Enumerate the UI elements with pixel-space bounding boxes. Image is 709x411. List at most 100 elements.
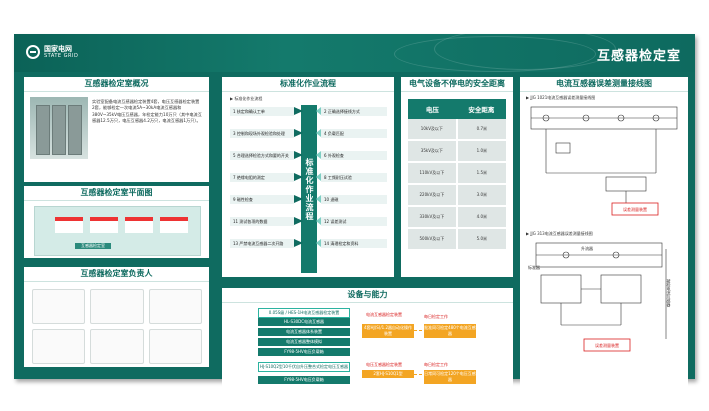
voltage-cell: 10kV及以下 [408,119,458,141]
wiring-box-label-1: 误差测量装置 [623,206,647,212]
wiring-diagram-1: 误差测量装置 [530,106,678,216]
flow-step: 2 正确选择接线方式 [316,107,387,116]
responsible-panel: 互感器检定室负责人 [24,267,209,367]
logo-cn: 国家电网 [44,45,72,53]
col-voltage: 电压 [408,99,457,119]
distance-cell: 1.5米 [456,162,506,185]
flow-step: 14 清理检定和资料 [316,239,387,248]
table-header-row: 电压 安全距离 [408,99,506,119]
load-label: 被检电流互感器 [667,278,672,308]
voltage-cell: 330kV及以下 [408,206,458,229]
equipment-rack [36,105,50,155]
wiring-box-label-2: 误差测量装置 [595,342,619,348]
flow-center-banner: 标准化作业流程 [301,105,317,273]
person-card [32,329,86,364]
equipment-rack [68,105,82,155]
equipment-item: HJ-S10Q2型10千伏自升压整合式检定电压互感器 [258,362,350,372]
wiring-title: 电流互感器误差测量接线图 [520,77,688,92]
flow-step: 5 合理选择检验方式和要的开关 [230,151,303,160]
equipment-item: 电流互感器整体模拟 [258,338,350,346]
wiring-diagram-2: 升流器 标准器 被检电流互感器 误差测量装置 [528,242,672,352]
cap-label: 每日检定工作 [424,362,448,367]
board-header: 国家电网 STATE GRID 互感器检定室 [14,28,695,72]
person-card [148,289,202,324]
flow-step: 1 核定和确认工单 [230,107,303,116]
overview-panel: 互感器检定室概况 实验室配备电流互感器检定装置4套，电压互感器检定装置2套，能够… [24,77,209,182]
decorative-swoosh [434,28,616,70]
wiring-caption-2: ▶ JJG 313电流互感器误差测量接线图 [526,231,593,236]
equipment-item: HL-S30DC电流互感器 [258,318,350,326]
flow-step: 9 磁性检查 [230,195,303,204]
equipment-title: 设备与能力 [222,288,513,303]
group1-header: 电流互感器检定装置 [366,312,402,317]
board-title: 互感器检定室 [596,49,681,64]
flow-panel: 标准化作业流程 ▶ 标准化作业流程 标准化作业流程 1 核定和确认工单 3 控制… [222,77,394,277]
distance-cell: 1.0米 [456,140,506,163]
person-card [90,289,144,324]
equipment-rack [52,105,66,155]
responsible-cards [32,289,202,364]
equipment-item: 电流互感器体系装置 [258,328,350,336]
distance-cell: 4.0米 [456,206,506,229]
flow-step: 8 工频耐压试验 [316,173,387,182]
flow-step: 4 负载匹配 [316,129,387,138]
floor-room-label: 互感器检定室 [75,243,111,249]
floor-plan-panel: 互感器检定室平面图 互感器检定室 [24,186,209,258]
room-block [55,217,83,233]
flow-step: 10 退磁 [316,195,387,204]
distance-cell: 5.0米 [456,228,506,251]
flow-title: 标准化作业流程 [222,77,394,92]
room-block [90,217,118,233]
voltage-cell: 35kV及以下 [408,140,458,163]
person-card [32,289,86,324]
state-grid-logo-icon [26,45,40,59]
overview-title: 互感器检定室概况 [24,77,209,92]
group1-capability: 4套HJ(S)/1.2器自动化操作装置 [362,324,414,338]
voltage-cell: 500kV及以下 [408,228,458,251]
equipment-panel: 设备与能力 0.05S级 / HES-1H电流互感器检定装置 HL-S30DC电… [222,288,513,400]
floor-title: 互感器检定室平面图 [24,186,209,201]
flow-step: 11 测试各项的数据 [230,217,303,226]
group2-throughput: 日常同可检定120个电压互感器 [424,370,476,384]
cap-label: 每日检定工作 [424,314,448,319]
source-label: 升流器 [581,245,593,251]
voltage-cell: 110kV及以下 [408,162,458,185]
distance-cell: 3.0米 [456,184,506,207]
person-card [90,329,144,364]
overview-text: 实验室配备电流互感器检定装置4套，电压互感器检定装置2套，能够检定一次电流5A~… [92,99,202,124]
dashed-arrow [414,374,422,375]
safety-title: 电气设备不停电的安全距离 [401,77,513,92]
flow-step: 3 控制和现场外观检验和处理 [230,129,303,138]
wiring-caption-1: ▶ JJG 1021电流互感器误差测量接线图 [526,95,596,100]
display-board: 国家电网 STATE GRID 互感器检定室 互感器检定室概况 实验室配备电流互… [14,28,695,400]
group1-throughput: 批准同可检定480个电流互感器 [424,324,476,338]
group2-header: 电压互感器检定装置 [366,362,402,367]
col-distance: 安全距离 [456,99,506,119]
lab-photo [30,97,88,159]
flow-step: 13 严禁电流互感器二次开路 [230,239,303,248]
responsible-title: 互感器检定室负责人 [24,267,209,282]
logo-en: STATE GRID [44,53,79,59]
flow-step: 7 绝缘电阻的测定 [230,173,303,182]
distance-cell: 0.7米 [456,119,506,141]
person-card [148,329,202,364]
equipment-item: 0.05S级 / HES-1H电流互感器检定装置 [258,308,350,318]
dashed-arrow [414,330,422,331]
state-grid-logo: 国家电网 STATE GRID [26,45,78,59]
room-block [160,217,188,233]
wiring-panel: 电流互感器误差测量接线图 ▶ JJG 1021电流互感器误差测量接线图 误差测量… [520,77,688,395]
group2-capability: 2套HJ-S10Q1型 [362,370,414,378]
flow-subtitle: ▶ 标准化作业流程 [230,96,263,101]
equipment-item: FY98-5HV电压负载箱 [258,376,350,384]
room-block [125,217,153,233]
floor-map: 互感器检定室 [34,206,201,256]
flow-step: 12 误差测试 [316,217,387,226]
